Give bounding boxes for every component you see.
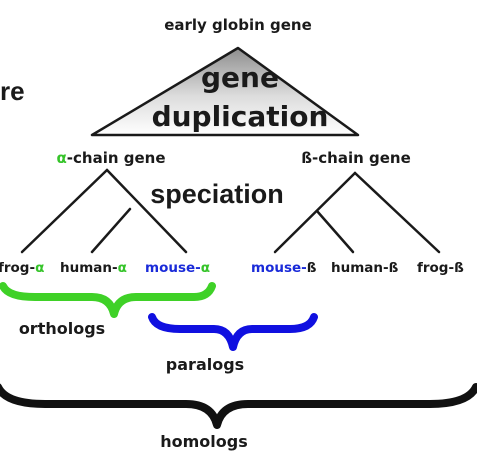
paralogs-brace (148, 313, 318, 351)
duplication-event-label-line2: duplication (152, 100, 329, 133)
leaf-human-beta: human-ß (331, 260, 399, 276)
leaf-frog-beta: frog-ß (417, 260, 464, 276)
alpha-chain-suffix: -chain gene (67, 149, 166, 167)
speciation-event-label: speciation (150, 179, 284, 209)
paralogs-label: paralogs (166, 355, 244, 374)
alpha-chain-gene-label: α-chain gene (56, 149, 165, 167)
duplication-triangle (90, 46, 360, 137)
leaf-human-alpha: human-α (60, 260, 127, 276)
beta-chain-gene-label: ß-chain gene (301, 149, 411, 167)
duplication-event-label-line1: gene (201, 61, 279, 94)
homologs-brace (0, 383, 477, 429)
orthologs-label: orthologs (19, 319, 105, 338)
beta-subtree (273, 171, 441, 254)
leaf-frog-alpha: frog-α (0, 260, 44, 276)
alpha-subtree (20, 168, 188, 254)
alpha-symbol: α (56, 149, 66, 167)
leaf-mouse-alpha: mouse-α (145, 260, 210, 276)
root-label: early globin gene (164, 16, 312, 34)
orthologs-brace (0, 282, 216, 318)
leaf-mouse-beta: mouse-ß (251, 260, 317, 276)
cropped-text-fragment: re (0, 76, 25, 106)
homologs-label: homologs (160, 432, 248, 451)
